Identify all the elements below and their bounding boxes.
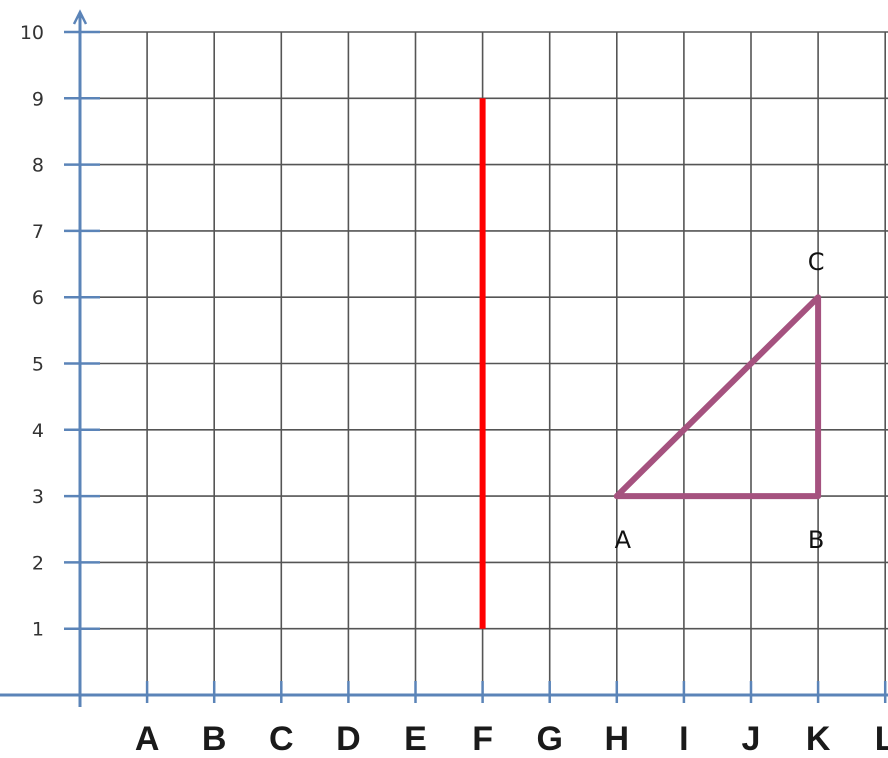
x-tick-label-e: E bbox=[404, 720, 427, 758]
y-tick-label-9: 9 bbox=[32, 88, 44, 110]
y-tick-label-3: 3 bbox=[32, 486, 44, 508]
y-tick-labels: 1 2 3 4 5 6 7 8 9 10 bbox=[20, 22, 44, 641]
shapes bbox=[479, 98, 822, 629]
x-tick-label-f: F bbox=[472, 720, 493, 758]
y-tick-label-7: 7 bbox=[32, 221, 44, 243]
axes bbox=[0, 9, 888, 707]
y-tick-label-8: 8 bbox=[32, 155, 44, 177]
x-tick-label-g: G bbox=[536, 720, 562, 758]
x-tick-label-c: C bbox=[269, 720, 294, 758]
x-tick-label-d: D bbox=[336, 720, 361, 758]
x-tick-label-b: B bbox=[202, 720, 227, 758]
vertex-label-a: A bbox=[615, 526, 632, 554]
triangle-abc bbox=[613, 294, 822, 500]
y-tick-label-2: 2 bbox=[32, 552, 44, 574]
x-tick-label-h: H bbox=[605, 720, 630, 758]
y-tick-label-10: 10 bbox=[20, 22, 44, 44]
vertex-labels: A B C bbox=[615, 248, 825, 554]
y-tick-label-5: 5 bbox=[32, 354, 44, 376]
x-tick-labels: A B C D E F G H I J K L bbox=[135, 720, 888, 758]
x-tick-label-k: K bbox=[806, 720, 831, 758]
vertex-label-c: C bbox=[808, 248, 825, 276]
vertex-label-b: B bbox=[808, 526, 824, 554]
y-tick-label-4: 4 bbox=[32, 420, 44, 442]
x-tick-label-j: J bbox=[742, 720, 761, 758]
y-axis-arrow-icon bbox=[72, 9, 88, 25]
y-tick-label-6: 6 bbox=[32, 287, 44, 309]
x-tick-label-l: L bbox=[875, 720, 888, 758]
x-tick-label-i: I bbox=[679, 720, 688, 758]
y-tick-label-1: 1 bbox=[32, 619, 44, 641]
x-tick-label-a: A bbox=[135, 720, 160, 758]
